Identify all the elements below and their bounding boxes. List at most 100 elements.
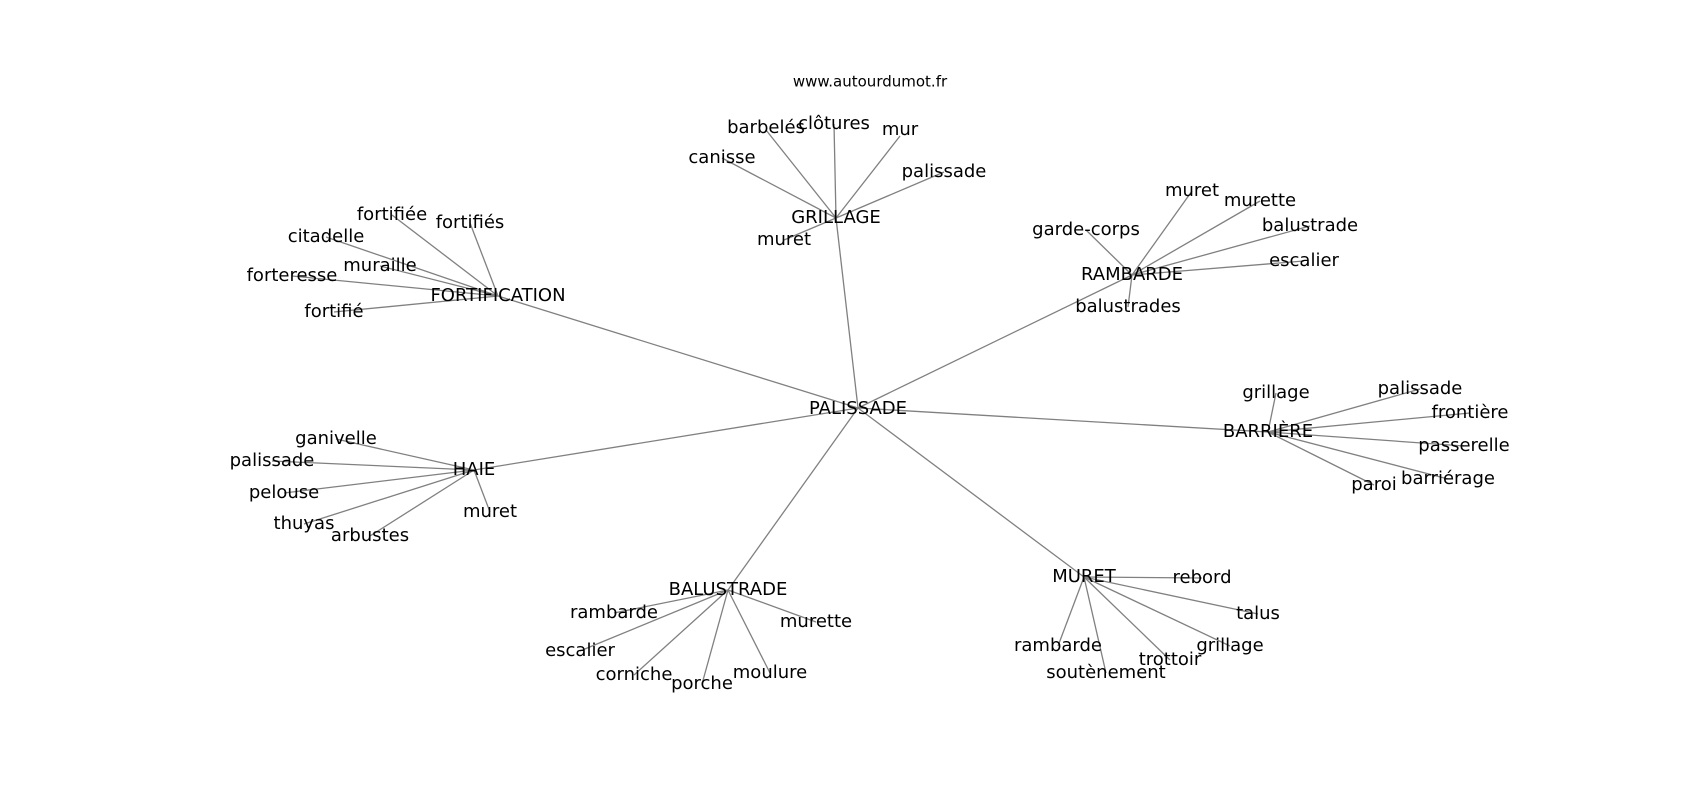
edge-hub-leaf: [303, 469, 475, 525]
leaf-node: grillage: [1242, 382, 1309, 403]
leaf-node: thuyas: [274, 513, 335, 534]
edge-hub-leaf: [721, 157, 837, 219]
hub-node: BALUSTRADE: [669, 579, 788, 600]
edges-layer: [271, 123, 1471, 685]
leaf-node: escalier: [545, 640, 615, 661]
edge-center-hub: [857, 274, 1133, 409]
edge-hub-leaf: [379, 265, 499, 297]
leaf-node: porche: [671, 673, 733, 694]
leaf-node: murette: [780, 611, 852, 632]
leaf-node: muraille: [343, 255, 416, 276]
leaf-node: pelouse: [249, 482, 319, 503]
edge-hub-leaf: [1083, 576, 1231, 647]
edge-hub-leaf: [1085, 229, 1133, 276]
edge-hub-leaf: [333, 295, 499, 313]
leaf-node: garde-corps: [1032, 219, 1140, 240]
leaf-node: rambarde: [1014, 635, 1102, 656]
edge-hub-leaf: [1131, 260, 1305, 276]
edge-hub-leaf: [1083, 576, 1203, 579]
leaf-node: trottoir: [1139, 649, 1202, 670]
edge-hub-leaf: [579, 589, 729, 652]
leaf-node: murette: [1224, 190, 1296, 211]
edge-hub-leaf: [701, 589, 729, 685]
edge-hub-leaf: [1267, 388, 1421, 433]
edge-hub-leaf: [1267, 392, 1277, 433]
edge-hub-leaf: [291, 275, 499, 297]
leaf-node: citadelle: [288, 226, 365, 247]
leaf-node: grillage: [1196, 635, 1263, 656]
edge-hub-leaf: [783, 217, 837, 241]
edge-center-hub: [857, 407, 1085, 578]
leaf-node: balustrades: [1075, 296, 1181, 317]
edge-hub-leaf: [271, 460, 475, 471]
edge-hub-leaf: [727, 589, 817, 623]
leaf-node: forteresse: [247, 265, 338, 286]
leaf-node: barriérage: [1401, 468, 1495, 489]
edge-hub-leaf: [335, 438, 475, 471]
edge-hub-leaf: [835, 171, 945, 219]
edge-hub-leaf: [1267, 431, 1375, 486]
edge-hub-leaf: [765, 129, 837, 219]
leaf-node: talus: [1236, 603, 1280, 624]
leaf-node: muret: [1165, 180, 1219, 201]
leaf-node: rebord: [1172, 567, 1231, 588]
edge-hub-leaf: [1127, 274, 1133, 308]
edge-hub-leaf: [1057, 576, 1085, 647]
leaf-node: clôtures: [798, 113, 870, 134]
edge-hub-leaf: [1267, 431, 1465, 447]
hub-node: HAIE: [453, 459, 496, 480]
edge-hub-leaf: [283, 469, 475, 494]
edge-center-hub: [835, 217, 859, 409]
edge-hub-leaf: [835, 135, 901, 219]
edge-center-hub: [857, 407, 1269, 433]
edge-hub-leaf: [325, 236, 499, 297]
hub-node: BARRIÈRE: [1223, 420, 1313, 442]
edge-hub-leaf: [1131, 200, 1261, 276]
edge-hub-leaf: [1083, 576, 1171, 661]
leaf-node: corniche: [596, 664, 673, 685]
hub-node: FORTIFICATION: [430, 285, 565, 306]
leaf-node: rambarde: [570, 602, 658, 623]
leaf-node: muret: [757, 229, 811, 250]
hub-node: GRILLAGE: [791, 207, 881, 228]
leaf-node: moulure: [733, 662, 807, 683]
leaf-node: palissade: [230, 450, 315, 471]
edge-hub-leaf: [633, 589, 729, 676]
edge-hub-leaf: [391, 214, 499, 297]
leaf-node: fortifiés: [436, 212, 505, 233]
edge-hub-leaf: [1131, 225, 1311, 276]
edge-hub-leaf: [1267, 412, 1471, 433]
edge-hub-leaf: [1083, 576, 1259, 615]
leaf-node: balustrade: [1262, 215, 1358, 236]
edge-hub-leaf: [369, 469, 475, 537]
leaf-node: fortifié: [304, 301, 363, 322]
leaf-node: soutènement: [1046, 662, 1166, 683]
leaf-node: muret: [463, 501, 517, 522]
leaf-node: ganivelle: [295, 428, 377, 449]
leaf-node: palissade: [1378, 378, 1463, 399]
leaf-node: escalier: [1269, 250, 1339, 271]
leaf-node: fortifiée: [357, 204, 427, 225]
edge-hub-leaf: [1131, 190, 1193, 276]
leaf-node: canisse: [688, 147, 755, 168]
edge-hub-leaf: [613, 589, 729, 614]
leaf-node: mur: [882, 119, 919, 140]
edge-hub-leaf: [833, 123, 837, 219]
edge-hub-leaf: [1267, 431, 1449, 480]
edge-hub-leaf: [727, 589, 771, 674]
edge-center-hub: [727, 407, 859, 591]
edge-hub-leaf: [1083, 576, 1107, 674]
edge-hub-leaf: [473, 469, 491, 513]
hub-node: MURET: [1052, 566, 1117, 587]
leaf-node: frontière: [1432, 402, 1509, 423]
edge-center-hub: [497, 295, 859, 409]
leaf-node: palissade: [902, 161, 987, 182]
leaf-node: barbelés: [727, 117, 805, 138]
leaf-node: paroi: [1351, 474, 1396, 495]
hub-node: RAMBARDE: [1081, 264, 1183, 285]
source-attribution: www.autourdumot.fr: [793, 73, 948, 91]
leaf-node: arbustes: [331, 525, 409, 546]
edge-center-hub: [473, 407, 859, 471]
